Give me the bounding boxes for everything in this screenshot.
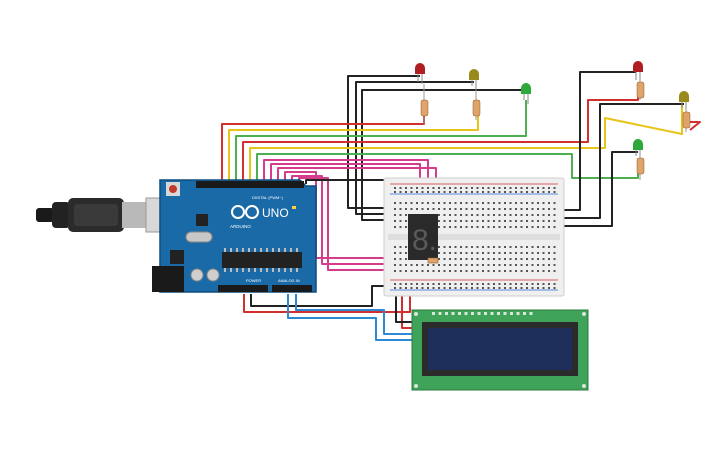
resistor-red-right[interactable] bbox=[636, 80, 645, 100]
seven-segment-display[interactable]: 8. bbox=[408, 214, 438, 260]
wire-black-r3[interactable] bbox=[550, 151, 638, 227]
arduino-brand-text: ARDUINO bbox=[230, 224, 251, 229]
lcd-mount-hole-br bbox=[582, 384, 586, 388]
voltage-regulator bbox=[170, 250, 184, 264]
resistor-yellow-left[interactable] bbox=[472, 90, 481, 120]
capacitor-1 bbox=[190, 268, 204, 282]
wire-blue-a5[interactable] bbox=[295, 294, 412, 335]
seven-segment-body bbox=[408, 214, 438, 260]
wire-red-r[interactable] bbox=[686, 121, 701, 131]
wire-red-5v[interactable] bbox=[243, 292, 411, 313]
lcd-screen bbox=[428, 328, 572, 370]
power-header[interactable] bbox=[218, 285, 268, 292]
resistor-green-right[interactable] bbox=[636, 156, 645, 180]
resistor-display[interactable] bbox=[427, 257, 439, 264]
analog-label: ANALOG IN bbox=[278, 278, 300, 283]
usb-chip bbox=[196, 214, 208, 226]
led-green-right[interactable] bbox=[633, 139, 643, 158]
wire-black-r1[interactable] bbox=[550, 71, 636, 211]
breadboard-holes bbox=[394, 187, 556, 289]
wire-magenta-4[interactable] bbox=[284, 171, 410, 259]
uno-logo-text: UNO bbox=[262, 206, 289, 220]
capacitor-2 bbox=[206, 268, 220, 282]
reset-button-cap[interactable] bbox=[169, 185, 177, 193]
wire-green-d8[interactable] bbox=[256, 153, 639, 184]
wire-black-lcd[interactable] bbox=[395, 292, 412, 323]
lcd-mount-hole-tr bbox=[582, 312, 586, 316]
digital-label: DIGITAL (PWM~) bbox=[252, 195, 284, 200]
led-yellow-right[interactable] bbox=[679, 91, 689, 112]
analog-header[interactable] bbox=[272, 285, 312, 292]
led-yellow-left[interactable] bbox=[469, 69, 479, 90]
resistor-yellow-right[interactable] bbox=[682, 110, 691, 132]
usb-cable bbox=[36, 197, 177, 233]
lcd-mount-hole-bl bbox=[414, 384, 418, 388]
breadboard[interactable] bbox=[383, 177, 565, 297]
led-red-left[interactable] bbox=[415, 63, 425, 84]
resistor-red-left[interactable] bbox=[420, 84, 429, 124]
wire-magenta-5[interactable] bbox=[291, 175, 418, 265]
arduino-logo bbox=[231, 205, 259, 219]
power-jack bbox=[152, 266, 184, 292]
wire-yellow-d9[interactable] bbox=[249, 104, 683, 184]
atmega-chip bbox=[222, 252, 302, 268]
wire-yellow-d12[interactable] bbox=[228, 103, 479, 184]
atmega-pins bbox=[224, 248, 298, 272]
lcd-mount-hole-tl bbox=[414, 312, 418, 316]
arduino-uno[interactable]: UNO ARDUINO DIGITAL (PWM~) POWER ANALOG … bbox=[152, 179, 317, 293]
led-green-left[interactable] bbox=[521, 83, 531, 104]
wire-green-d11[interactable] bbox=[235, 100, 527, 184]
seven-segment-digit: 8. bbox=[412, 224, 437, 257]
wire-black-gnd-bottom[interactable] bbox=[250, 285, 394, 307]
breadboard-channel bbox=[388, 234, 560, 240]
digital-header[interactable] bbox=[196, 181, 304, 188]
wire-black-gnd-top[interactable] bbox=[305, 179, 395, 206]
lcd-16x2[interactable] bbox=[411, 309, 589, 391]
lcd-header-pins[interactable] bbox=[432, 312, 533, 315]
power-label: POWER bbox=[246, 278, 261, 283]
wire-red-lcd[interactable] bbox=[401, 292, 412, 329]
wire-black-r2[interactable] bbox=[550, 103, 684, 219]
status-led bbox=[292, 206, 296, 209]
crystal bbox=[185, 231, 213, 243]
wire-blue-a4[interactable] bbox=[287, 294, 412, 341]
